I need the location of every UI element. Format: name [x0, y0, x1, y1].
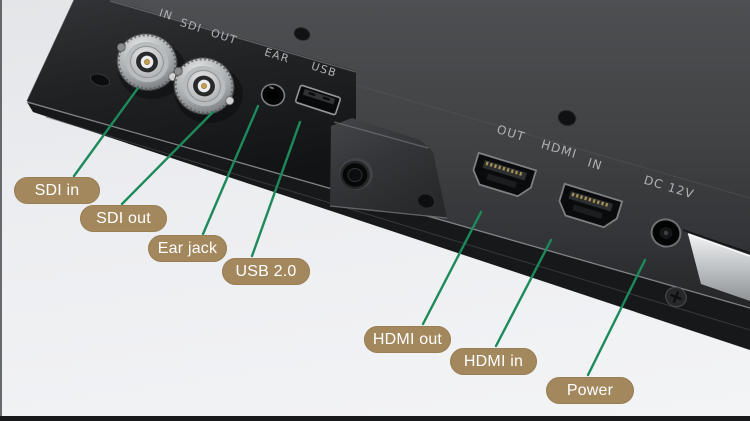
leader-line-ear-jack [201, 104, 260, 236]
leader-line-usb [250, 120, 302, 258]
callout-hdmi-out: HDMI out [364, 326, 451, 353]
ear-jack-port [260, 83, 286, 107]
leader-line-sdi-out [120, 110, 215, 206]
screw [665, 286, 687, 308]
callout-power: Power [546, 377, 634, 404]
aluminum-corner [682, 229, 750, 301]
hdmi-in-port [558, 182, 624, 229]
callout-sdi-out: SDI out [80, 205, 167, 232]
print-label-sdi-in: IN [157, 6, 174, 23]
hdmi-out-port [472, 151, 538, 198]
print-label-hdmi-in: IN [586, 155, 604, 173]
screw-hole [89, 73, 111, 87]
usb-port [294, 84, 342, 116]
callout-hdmi-in: HDMI in [450, 348, 537, 375]
dc-power-jack [650, 218, 682, 248]
screw-hole [417, 193, 435, 209]
screw-hole [293, 27, 311, 41]
callout-sdi-in: SDI in [14, 177, 100, 204]
leader-line-hdmi-out [421, 210, 483, 326]
leader-line-power [586, 258, 647, 377]
bottom-border-bar [0, 416, 750, 421]
tripod-mount-block [329, 118, 448, 219]
bottom-bezel-strip [27, 102, 750, 350]
left-border-line [0, 0, 2, 421]
bnc-sdi-out-port [173, 57, 235, 115]
callout-ear-jack: Ear jack [148, 235, 227, 262]
screw-hole [557, 109, 577, 127]
leader-line-sdi-in [72, 86, 140, 178]
leader-line-hdmi-in [494, 238, 553, 348]
callout-usb: USB 2.0 [222, 258, 310, 285]
